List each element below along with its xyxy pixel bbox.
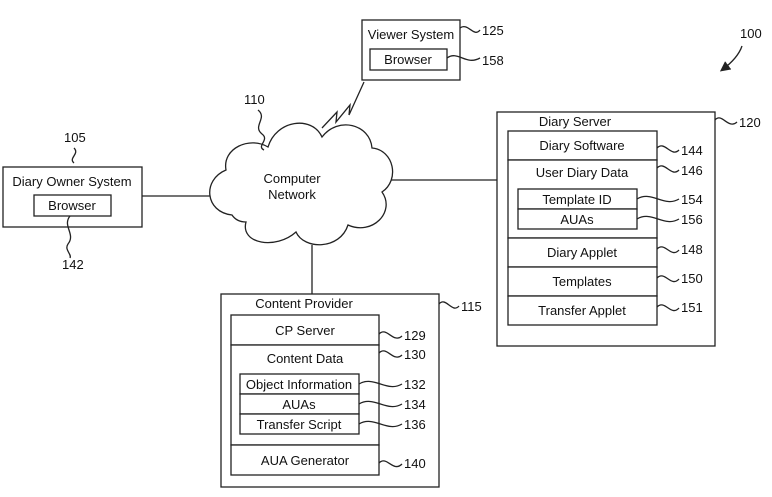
transfer-applet-ref-label: 151: [681, 300, 703, 315]
aua-generator-ref-label: 140: [404, 456, 426, 471]
transfer-applet-ref-leader: [656, 304, 680, 312]
diary-server-ref-leader: [714, 117, 738, 125]
templates-box: [507, 266, 658, 297]
owner-ref-leader: [71, 147, 77, 164]
content-provider-ref-leader: [438, 301, 460, 309]
templates-label: Templates: [552, 274, 612, 289]
transfer-script-label: Transfer Script: [257, 417, 342, 432]
template-id-ref-leader: [636, 195, 680, 203]
network-label-line2: Network: [268, 187, 316, 202]
object-information-ref-label: 132: [404, 377, 426, 392]
network-ref-leader: [257, 109, 266, 151]
templates-ref-leader: [656, 275, 680, 283]
templates-ref-label: 150: [681, 271, 703, 286]
viewer-system-title: Viewer System: [368, 27, 454, 42]
diary-server-title: Diary Server: [539, 114, 612, 129]
server-auas-ref-leader: [636, 215, 680, 223]
diary-owner-system-title: Diary Owner System: [12, 174, 131, 189]
viewer-browser-ref-leader: [446, 55, 481, 61]
server-auas-label: AUAs: [560, 212, 594, 227]
object-information-ref-leader: [358, 380, 403, 388]
transfer-script-ref-label: 136: [404, 417, 426, 432]
figure-ref-arrow: [719, 45, 743, 72]
viewer-browser-box: [369, 48, 448, 71]
provider-auas-ref-label: 134: [404, 397, 426, 412]
user-diary-data-ref-label: 146: [681, 163, 703, 178]
diary-server-ref-label: 120: [739, 115, 761, 130]
cp-server-ref-leader: [378, 331, 403, 339]
viewer-browser-ref-label: 158: [482, 53, 504, 68]
network-ref-label: 110: [244, 92, 265, 107]
transfer-applet-box: [507, 295, 658, 326]
content-data-ref-leader: [378, 350, 403, 358]
viewer-ref-leader: [459, 26, 481, 33]
server-auas-ref-label: 156: [681, 212, 703, 227]
content-data-ref-label: 130: [404, 347, 426, 362]
viewer-ref-label: 125: [482, 23, 504, 38]
figure-ref-label: 100: [740, 26, 762, 41]
owner-browser-ref-label: 142: [62, 257, 84, 272]
user-diary-data-label: User Diary Data: [536, 165, 629, 180]
cp-server-ref-label: 129: [404, 328, 426, 343]
diary-applet-ref-leader: [656, 246, 680, 254]
provider-auas-ref-leader: [358, 400, 403, 408]
content-provider-ref-label: 115: [461, 299, 482, 314]
template-id-ref-label: 154: [681, 192, 703, 207]
owner-ref-label: 105: [64, 130, 86, 145]
aua-generator-label: AUA Generator: [261, 453, 350, 468]
computer-network-cloud: [209, 122, 394, 246]
diary-applet-ref-label: 148: [681, 242, 703, 257]
cp-server-box: [230, 314, 380, 346]
diary-software-ref-label: 144: [681, 143, 703, 158]
diary-software-box: [507, 130, 658, 161]
owner-browser-box: [33, 194, 112, 217]
cp-server-label: CP Server: [275, 323, 335, 338]
owner-browser-label: Browser: [48, 198, 96, 213]
content-data-label: Content Data: [267, 351, 344, 366]
diary-software-label: Diary Software: [539, 138, 624, 153]
content-provider-title: Content Provider: [255, 296, 353, 311]
aua-generator-box: [230, 444, 380, 476]
transfer-applet-label: Transfer Applet: [538, 303, 626, 318]
owner-browser-ref-leader: [66, 215, 72, 259]
diary-software-ref-leader: [656, 145, 680, 153]
user-diary-data-ref-leader: [656, 165, 680, 173]
diary-applet-label: Diary Applet: [547, 245, 617, 260]
aua-generator-ref-leader: [378, 460, 403, 468]
network-viewer-wireless-link: [321, 81, 365, 129]
viewer-browser-label: Browser: [384, 52, 432, 67]
transfer-script-ref-leader: [358, 420, 403, 428]
network-label-line1: Computer: [263, 171, 321, 186]
template-id-label: Template ID: [542, 192, 611, 207]
provider-auas-label: AUAs: [282, 397, 316, 412]
object-information-label: Object Information: [246, 377, 352, 392]
